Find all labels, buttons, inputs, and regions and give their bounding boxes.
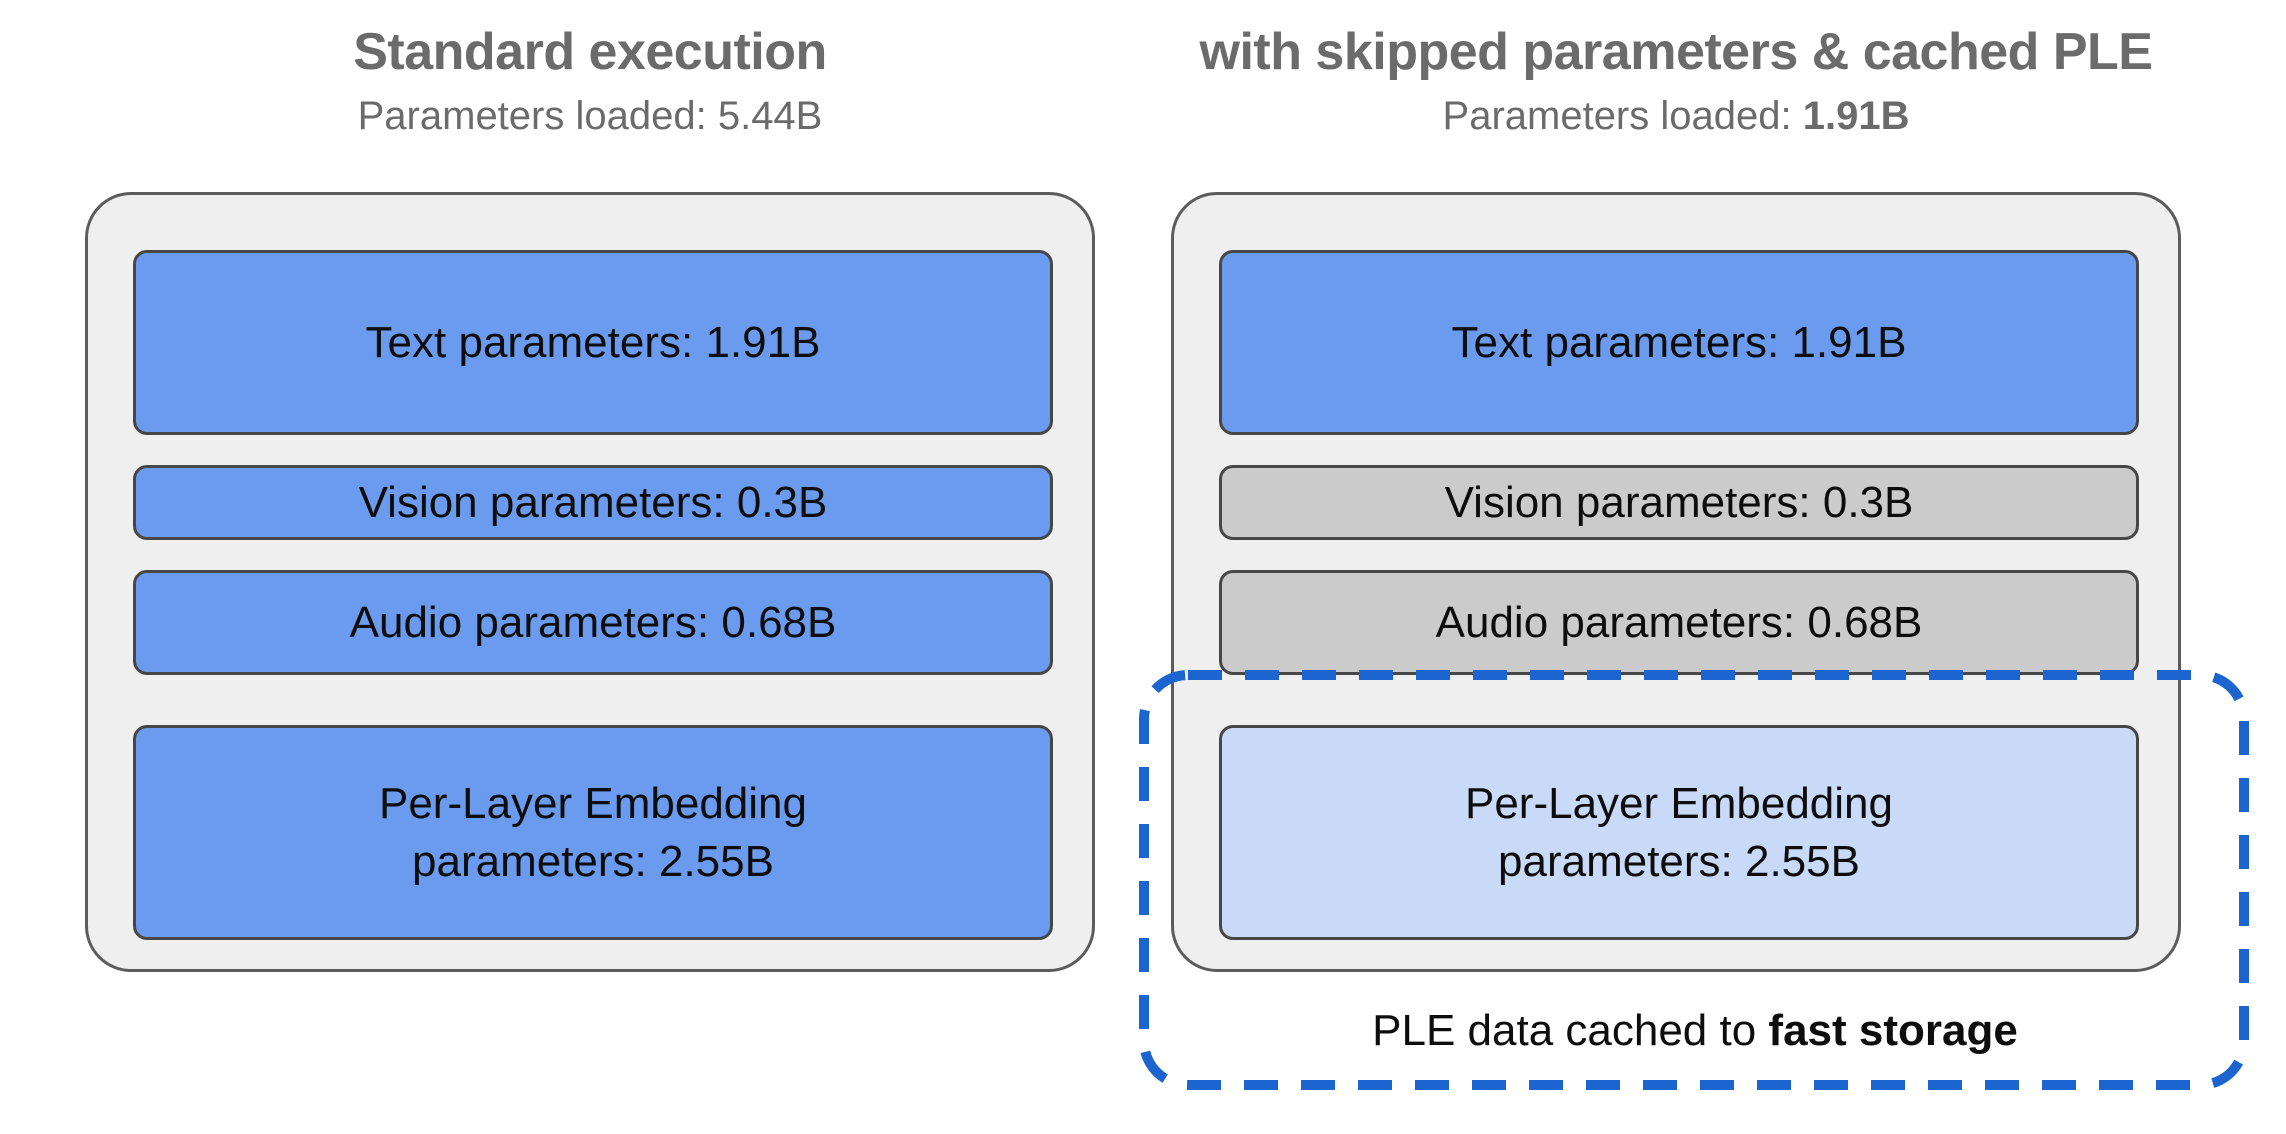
block-vision-parameters: Vision parameters: 0.3B bbox=[133, 465, 1053, 540]
block-label: Audio parameters: 0.68B bbox=[1435, 597, 1923, 647]
block-label: Text parameters: 1.91B bbox=[1451, 317, 1907, 367]
ple-cache-caption: PLE data cached to fast storage bbox=[1138, 1006, 2252, 1056]
panel-title-standard: Standard execution bbox=[353, 23, 827, 81]
params-loaded-value: 1.91B bbox=[1802, 94, 1910, 138]
block-ple-parameters: Per-Layer Embedding parameters: 2.55B bbox=[133, 725, 1053, 940]
panel-standard-execution: Standard execution Parameters loaded: 5.… bbox=[85, 0, 1095, 1134]
block-text-parameters: Text parameters: 1.91B bbox=[133, 250, 1053, 435]
params-loaded-prefix: Parameters loaded: bbox=[357, 94, 718, 138]
panel-skipped-cached-ple: with skipped parameters & cached PLE Par… bbox=[1171, 0, 2181, 1134]
block-label: Per-Layer Embedding parameters: 2.55B bbox=[379, 775, 807, 889]
params-loaded-skipped: Parameters loaded: 1.91B bbox=[1171, 94, 2181, 139]
block-label-line1: Per-Layer Embedding bbox=[378, 779, 807, 829]
model-container-standard: Text parameters: 1.91B Vision parameters… bbox=[85, 192, 1095, 972]
panel-title-skipped: with skipped parameters & cached PLE bbox=[1199, 23, 2154, 81]
block-label: Text parameters: 1.91B bbox=[365, 317, 821, 367]
block-label-line2: parameters: 2.55B bbox=[1498, 836, 1860, 886]
block-audio-parameters-skipped: Audio parameters: 0.68B bbox=[1219, 570, 2139, 675]
params-loaded-prefix: Parameters loaded: bbox=[1442, 94, 1803, 138]
block-audio-parameters: Audio parameters: 0.68B bbox=[133, 570, 1053, 675]
ple-cache-caption-prefix: PLE data cached to bbox=[1372, 1006, 1769, 1055]
block-label: Vision parameters: 0.3B bbox=[1444, 477, 1914, 527]
ple-cache-caption-emphasis: fast storage bbox=[1768, 1006, 2018, 1055]
block-label: Per-Layer Embedding parameters: 2.55B bbox=[1465, 775, 1893, 889]
block-text-parameters: Text parameters: 1.91B bbox=[1219, 250, 2139, 435]
block-label-line1: Per-Layer Embedding bbox=[1464, 779, 1893, 829]
params-loaded-standard: Parameters loaded: 5.44B bbox=[85, 94, 1095, 139]
params-loaded-value: 5.44B bbox=[717, 94, 823, 138]
block-ple-parameters-cached: Per-Layer Embedding parameters: 2.55B bbox=[1219, 725, 2139, 940]
block-label: Audio parameters: 0.68B bbox=[349, 597, 837, 647]
model-container-skipped: Text parameters: 1.91B Vision parameters… bbox=[1171, 192, 2181, 972]
block-vision-parameters-skipped: Vision parameters: 0.3B bbox=[1219, 465, 2139, 540]
block-label-line2: parameters: 2.55B bbox=[412, 836, 774, 886]
block-label: Vision parameters: 0.3B bbox=[358, 477, 828, 527]
